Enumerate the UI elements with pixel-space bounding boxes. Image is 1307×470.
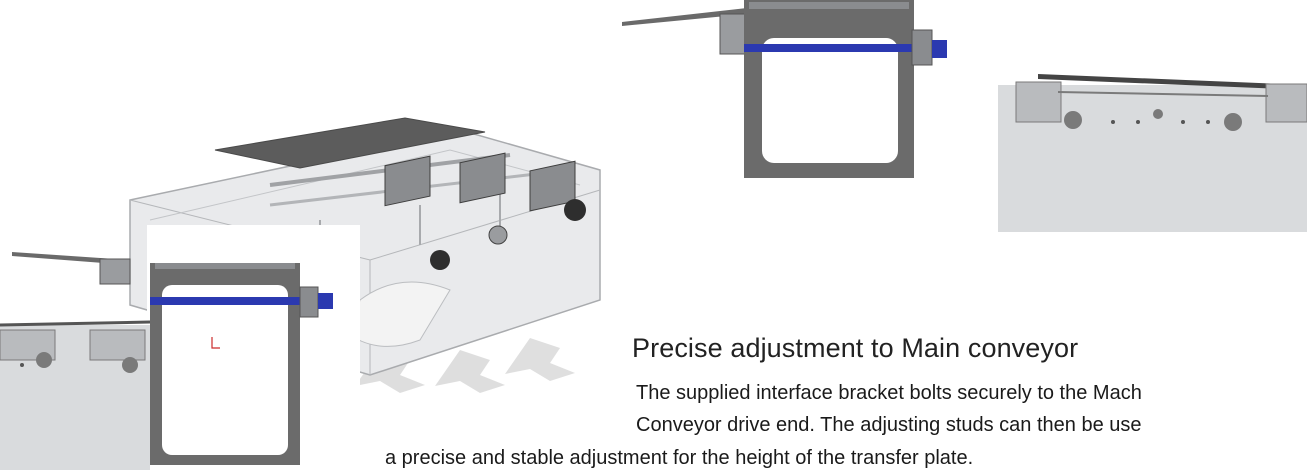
caption-line-3: a precise and stable adjustment for the … (385, 447, 974, 469)
front-view-illustration (622, 0, 952, 180)
transfer-plate-detail-illustration (998, 70, 1307, 232)
side-view-illustration-large (0, 225, 360, 470)
caption-heading: Precise adjustment to Main conveyor (632, 333, 1079, 363)
caption-line-2: Conveyor drive end. The adjusting studs … (636, 414, 1142, 436)
caption-line-1: The supplied interface bracket bolts sec… (636, 382, 1142, 404)
